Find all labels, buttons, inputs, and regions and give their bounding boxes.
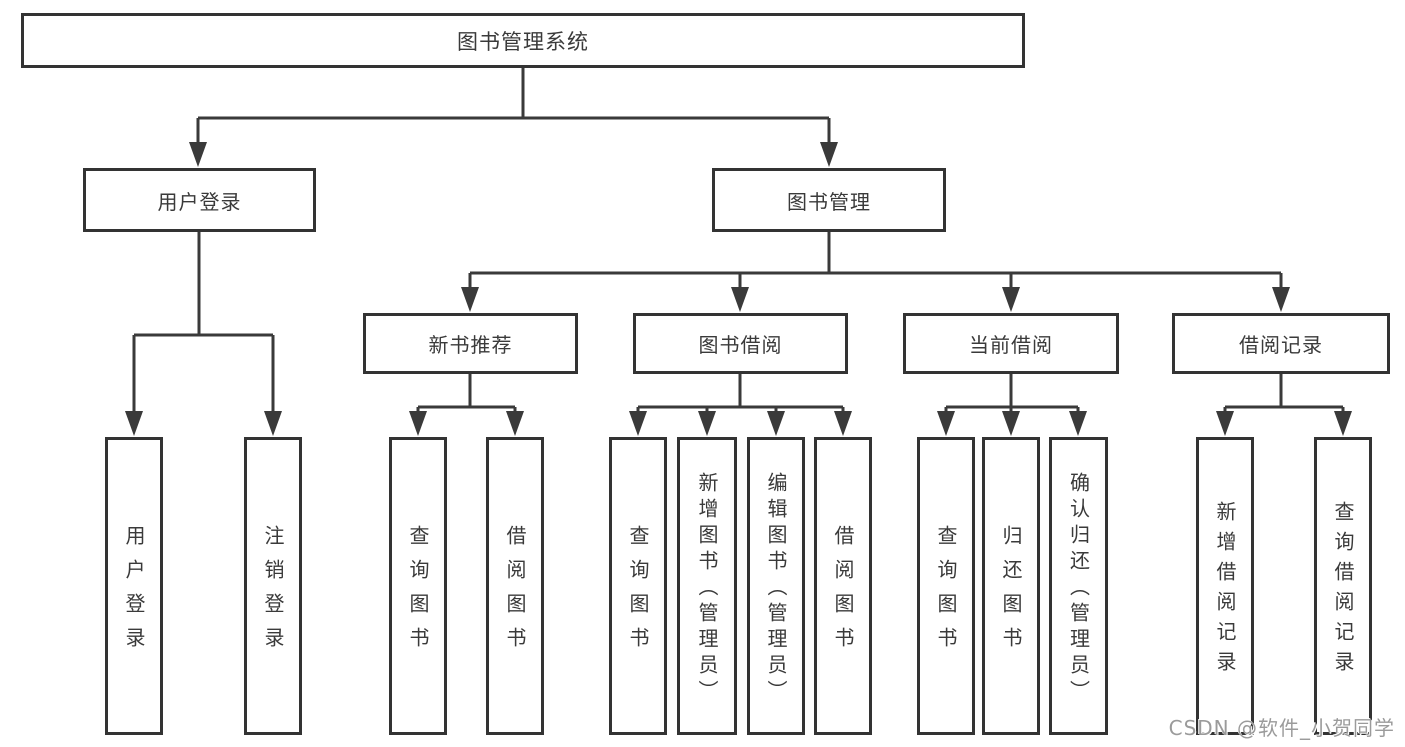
node-label: 新增借阅记录 [1213,501,1237,681]
csdn-watermark: CSDN @软件_小贺同学 [1168,716,1395,740]
node-label: 当前借阅 [969,333,1053,357]
node-label: 图书管理系统 [457,29,589,54]
node-borrowing-records: 借阅记录 [1172,313,1390,374]
leaf-add-books-admin: 新增图书（管理员） [677,437,737,735]
leaf-borrow-books-recommend: 借阅图书 [486,437,544,735]
leaf-confirm-return-admin: 确认归还（管理员） [1049,437,1108,735]
leaf-edit-books-admin: 编辑图书（管理员） [747,437,805,735]
leaf-query-borrow-record: 查询借阅记录 [1314,437,1372,735]
node-label: 归还图书 [999,525,1023,661]
node-library-management-system: 图书管理系统 [21,13,1025,68]
node-label: 借阅记录 [1239,333,1323,357]
node-label: 图书管理 [787,189,871,214]
leaf-borrow-books-borrowing: 借阅图书 [814,437,872,735]
node-book-borrowing: 图书借阅 [633,313,848,374]
node-label: 新增图书（管理员） [695,472,719,706]
leaf-query-books-borrowing: 查询图书 [609,437,667,735]
node-label: 查询借阅记录 [1331,501,1355,681]
leaf-add-borrow-record: 新增借阅记录 [1196,437,1254,735]
node-label: 查询图书 [934,525,958,661]
node-label: 用户登录 [122,525,146,661]
node-user-login: 用户登录 [83,168,316,232]
leaf-query-books-recommend: 查询图书 [389,437,447,735]
leaf-return-books: 归还图书 [982,437,1040,735]
leaf-logout: 注销登录 [244,437,302,735]
node-label: 注销登录 [261,525,285,661]
node-label: 用户登录 [157,189,242,214]
node-label: 查询图书 [626,525,650,661]
arrowheads [125,142,1352,436]
node-label: 借阅图书 [831,525,855,661]
leaf-query-books-current: 查询图书 [917,437,975,735]
node-new-book-recommendation: 新书推荐 [363,313,578,374]
node-current-borrowing: 当前借阅 [903,313,1119,374]
node-label: 借阅图书 [503,525,527,661]
node-label: 确认归还（管理员） [1066,472,1091,706]
node-label: 查询图书 [406,525,430,661]
leaf-user-login: 用户登录 [105,437,163,735]
node-book-management: 图书管理 [712,168,946,232]
node-label: 新书推荐 [428,333,513,357]
node-label: 图书借阅 [698,333,783,357]
node-label: 编辑图书（管理员） [764,472,788,706]
